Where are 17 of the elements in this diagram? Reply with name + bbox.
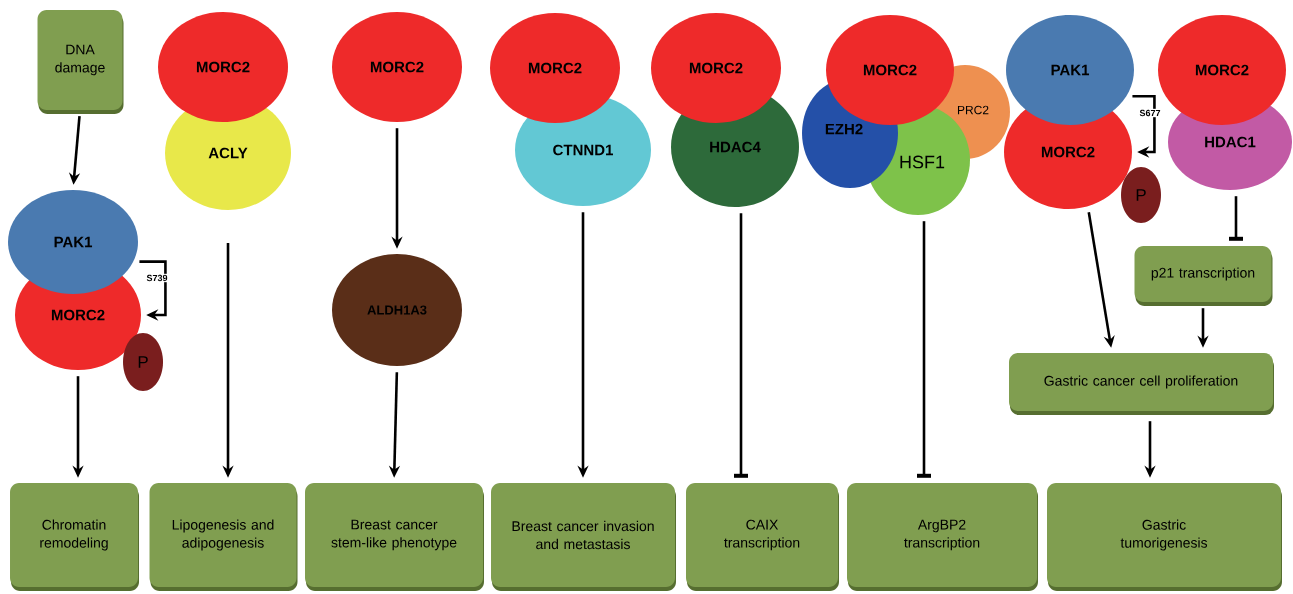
outcome-box: ArgBP2 transcription: [847, 483, 1038, 591]
outcome-box: p21 transcription: [1134, 246, 1273, 306]
outcome-box: Breast cancer invasion and metastasis: [491, 483, 676, 591]
arrow: [734, 213, 748, 478]
outcome-box: Breast cancer stem-like phenotype: [305, 483, 484, 591]
edge-label: S739: [145, 273, 169, 283]
outcome-box: DNA damage: [37, 10, 124, 114]
arrow: [139, 260, 167, 321]
outcome-box: Gastric tumorigenesis: [1047, 483, 1282, 591]
outcome-box: Gastric cancer cell proliferation: [1009, 353, 1274, 415]
arrow: [917, 221, 931, 478]
outcome-box: CAIX transcription: [686, 483, 839, 591]
arrow: [1229, 196, 1243, 241]
outcome-box: Lipogenesis and adipogenesis: [149, 483, 298, 591]
outcome-box: Chromatin remodeling: [10, 483, 139, 591]
edge-label: S677: [1138, 108, 1162, 118]
arrow: [1132, 95, 1156, 158]
